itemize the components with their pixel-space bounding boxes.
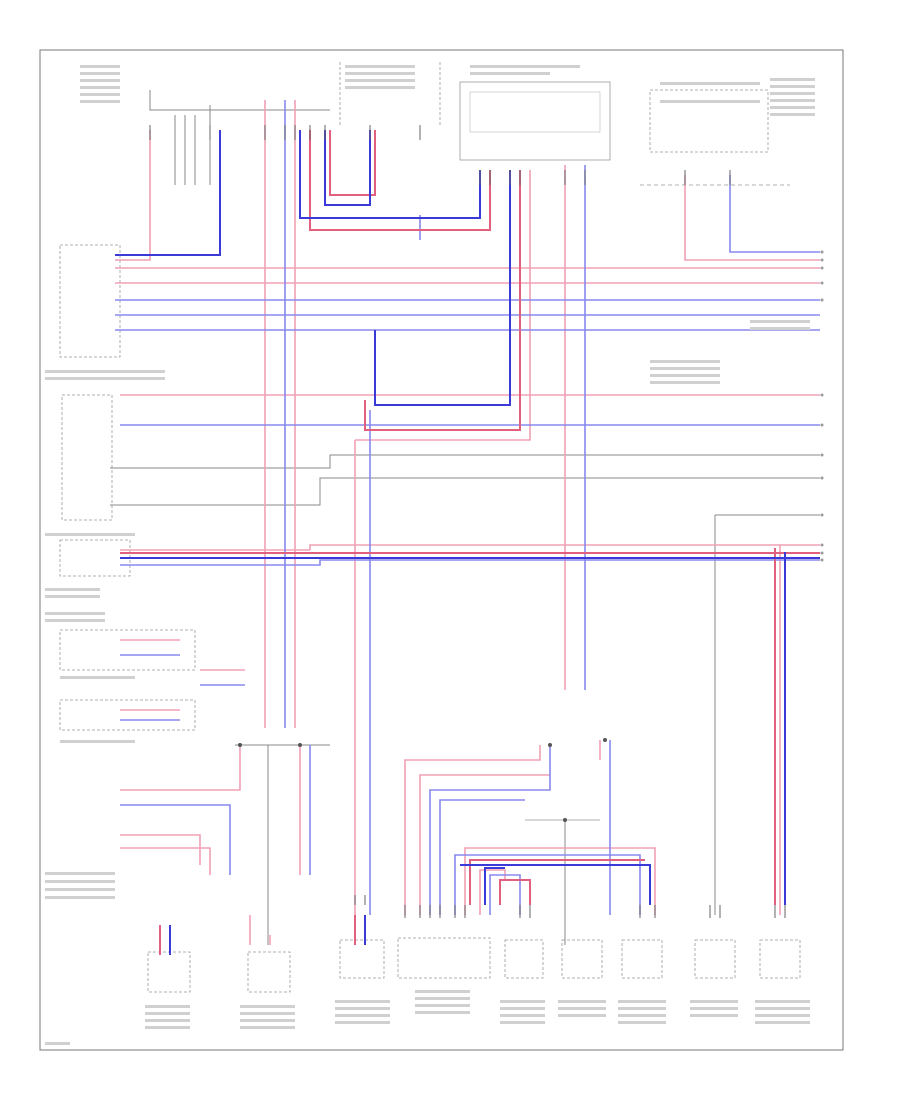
- sensor-box-8: [694, 939, 736, 979]
- sensor-box-9: [759, 939, 801, 979]
- sensor-box-4: [397, 937, 491, 979]
- sensor-box-1: [147, 951, 191, 993]
- sensor-box-7: [621, 939, 663, 979]
- left-connector-box: [59, 539, 131, 577]
- upper-center-module-box: [459, 81, 611, 161]
- label-marks: [45, 65, 815, 1045]
- sensor-box-3: [339, 939, 385, 979]
- left-switch-module-box: [61, 394, 113, 521]
- left-lower-unit-box: [59, 699, 196, 731]
- sensor-box-6: [561, 939, 603, 979]
- blue-wires: [115, 100, 820, 915]
- red-wires: [115, 100, 820, 945]
- left-control-unit-box: [59, 629, 196, 671]
- diagram-frame: [39, 49, 844, 1051]
- blue-wires-bold: [115, 130, 820, 955]
- sensor-box-5: [504, 939, 544, 979]
- sensor-box-2: [247, 951, 291, 993]
- component-boxes: [59, 89, 801, 993]
- black-wires: [110, 90, 820, 945]
- left-upper-module-box: [59, 244, 121, 358]
- upper-right-unit-box: [649, 89, 769, 153]
- junction-dots: [238, 738, 607, 822]
- red-wires-bold: [120, 130, 820, 955]
- right-terminals: [820, 250, 824, 562]
- connector-ticks: [149, 125, 786, 918]
